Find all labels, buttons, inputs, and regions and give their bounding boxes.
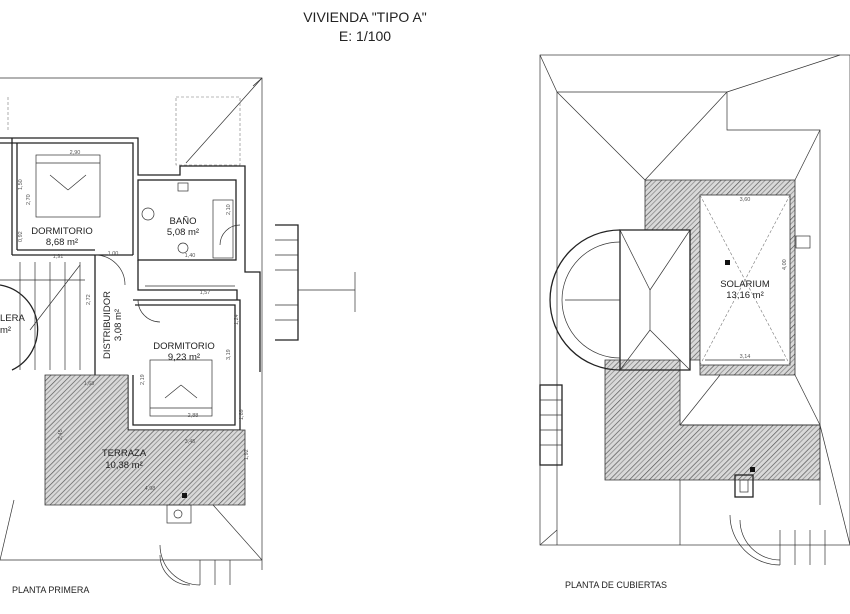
area-terraza: 10,38 m² bbox=[105, 460, 143, 471]
dim-label: 1,89 bbox=[239, 409, 245, 420]
dimensions-left: 2,90 1,50 2,70 0,92 1,91 1,00 1,40 2,10 … bbox=[18, 150, 250, 492]
roof-stairs bbox=[539, 235, 826, 566]
terraza-area bbox=[44, 374, 246, 524]
dim-label: 1,57 bbox=[200, 290, 211, 296]
label-dormitorio-1: DORMITORIO bbox=[31, 226, 93, 237]
label-bano: BAÑO bbox=[170, 216, 197, 227]
first-floor-walls bbox=[0, 137, 261, 431]
area-distribuidor: 3,08 m² bbox=[113, 309, 124, 341]
exterior-stair-bottom bbox=[159, 544, 231, 586]
solarium bbox=[699, 194, 791, 366]
dim-label: 2,10 bbox=[226, 204, 232, 215]
label-dormitorio-2: DORMITORIO bbox=[153, 341, 215, 352]
area-dormitorio-2: 9,23 m² bbox=[168, 352, 200, 363]
dim-label: 3,45 bbox=[185, 439, 196, 445]
area-solarium: 13,16 m² bbox=[726, 290, 764, 301]
area-bano: 5,08 m² bbox=[167, 227, 199, 238]
roof-outline-left bbox=[0, 77, 263, 570]
dim-label: 3,14 bbox=[740, 354, 751, 360]
dim-label: 2,70 bbox=[26, 194, 32, 205]
dim-label: 1,40 bbox=[185, 253, 196, 259]
tower-dome bbox=[549, 229, 621, 371]
bed-1 bbox=[35, 154, 101, 218]
dim-label: 2,19 bbox=[140, 374, 146, 385]
stair-left bbox=[0, 262, 85, 371]
dim-label: 2,45 bbox=[58, 429, 64, 440]
dim-label: 2,72 bbox=[86, 294, 92, 305]
label-solarium: SOLARIUM bbox=[720, 279, 770, 290]
label-terraza: TERRAZA bbox=[102, 448, 147, 459]
label-escalera: LERA bbox=[0, 313, 25, 324]
dim-label: 2,90 bbox=[70, 150, 81, 156]
dim-label: 0,92 bbox=[18, 231, 24, 242]
planta-primera: DORMITORIO 8,68 m² BAÑO 5,08 m² DISTRIBU… bbox=[0, 77, 356, 586]
dim-label: 1,91 bbox=[53, 254, 64, 260]
area-escalera: m² bbox=[0, 325, 11, 336]
area-dormitorio-1: 8,68 m² bbox=[46, 237, 78, 248]
dim-label: 4,98 bbox=[145, 486, 156, 492]
dim-label: 1,92 bbox=[244, 449, 250, 460]
hip-roof bbox=[619, 229, 821, 505]
dim-label: 4,00 bbox=[782, 259, 788, 270]
caption-planta-cubiertas: PLANTA DE CUBIERTAS bbox=[565, 580, 668, 590]
label-distribuidor: DISTRIBUIDOR bbox=[102, 291, 113, 359]
dim-label: 2,88 bbox=[188, 413, 199, 419]
drawing-scale: E: 1/100 bbox=[338, 28, 392, 44]
dim-label: 3,60 bbox=[740, 197, 751, 203]
dim-label: 3,19 bbox=[226, 349, 232, 360]
dim-label: 1,24 bbox=[234, 314, 240, 325]
planta-cubiertas: SOLARIUM 13,16 m² 3,60 3,14 4,00 bbox=[539, 54, 850, 566]
caption-planta-primera: PLANTA PRIMERA bbox=[12, 585, 90, 595]
dim-label: 1,50 bbox=[18, 179, 24, 190]
dim-label: 1,00 bbox=[108, 251, 119, 257]
drawing-title: VIVIENDA "TIPO A" bbox=[303, 9, 427, 25]
dim-label: 1,68 bbox=[84, 381, 95, 387]
exterior-stair-right bbox=[275, 224, 356, 341]
bed-2 bbox=[149, 359, 213, 417]
